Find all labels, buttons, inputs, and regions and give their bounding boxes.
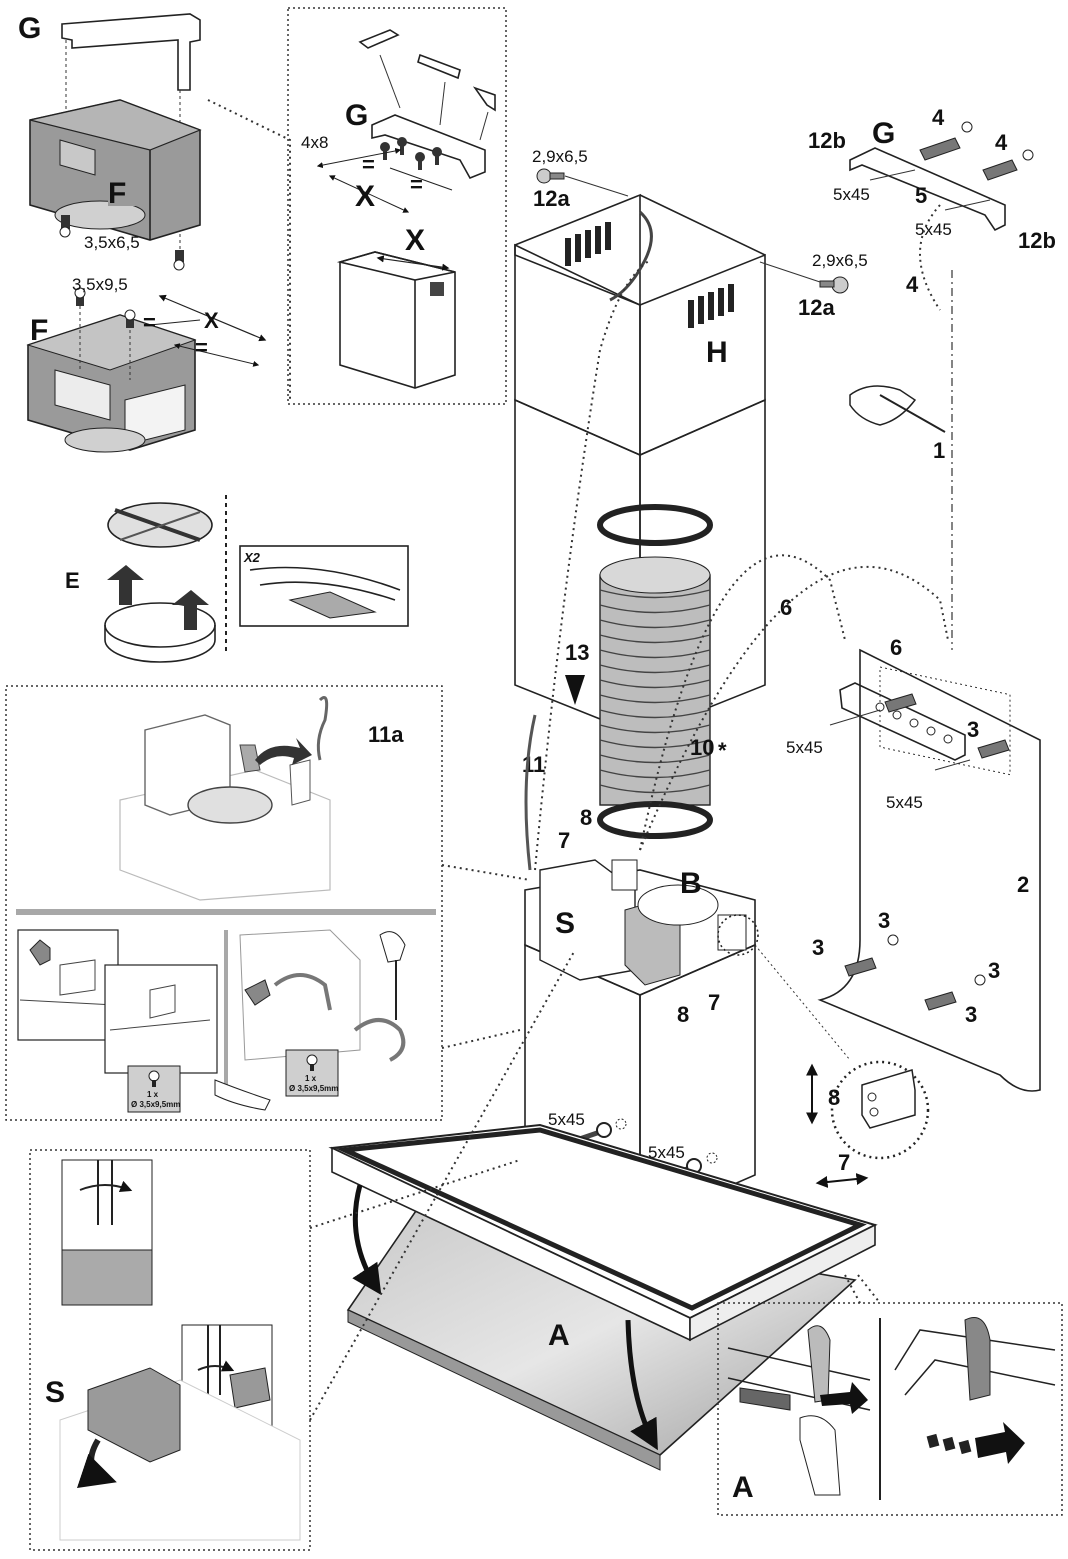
detail-11a-top — [119, 696, 331, 901]
motor-housing — [524, 859, 756, 1227]
label-10-star: * — [718, 738, 727, 763]
screw-12a-right-icon — [819, 276, 849, 294]
filter-box-assembly-bottom — [26, 287, 267, 453]
label-3-a: 3 — [878, 908, 890, 933]
label-equal-2: = — [195, 335, 208, 360]
dim-plug-5x45-g-1: 5x45 — [833, 185, 870, 204]
screw-12a-top-icon — [536, 168, 565, 184]
screw-badge-right — [285, 1049, 339, 1097]
dim-plug-5x45-wall-2: 5x45 — [886, 793, 923, 812]
dim-screw-3-5x9-5: 3,5x9,5 — [72, 275, 128, 294]
detail-s-screwdriver-top — [61, 1159, 153, 1306]
label-5: 5 — [915, 183, 927, 208]
label-a-detail: A — [732, 1471, 754, 1504]
glass-canopy — [328, 1123, 878, 1471]
detail-11a-step-right — [239, 929, 406, 1062]
screw-icon — [59, 215, 185, 271]
label-11a: 11a — [368, 722, 404, 747]
detail-s-panel — [59, 1367, 301, 1541]
label-g-top-left: G — [18, 12, 41, 45]
dim-screw-2-9x6-5-top: 2,9x6,5 — [532, 147, 588, 166]
screw-badge-right-spec: Ø 3,5x9,5mm — [289, 1084, 338, 1093]
detail-a-hinge-left — [727, 1325, 871, 1496]
label-12a-top: 12a — [533, 186, 570, 211]
dim-hole-4x8: 4x8 — [301, 133, 328, 152]
label-2: 2 — [1017, 872, 1029, 897]
bracket-g-wall — [849, 121, 1034, 232]
wall-panel — [817, 648, 1041, 1092]
label-12a-right: 12a — [798, 295, 835, 320]
dim-plug-5x45-body-1: 5x45 — [548, 1110, 585, 1129]
label-4-c: 4 — [906, 272, 919, 297]
label-1: 1 — [933, 438, 945, 463]
label-f-top: F — [108, 177, 126, 210]
label-x2: X2 — [243, 550, 261, 565]
filter-ring-x2-detail — [239, 545, 409, 627]
label-g-wall: G — [872, 117, 895, 150]
label-x-frame-2: X — [405, 224, 425, 257]
label-b: B — [680, 867, 702, 900]
bracket-g-exploded — [316, 29, 496, 213]
label-s-body: S — [555, 907, 575, 940]
label-x-frame-1: X — [355, 180, 375, 213]
label-3-c: 3 — [988, 958, 1000, 983]
dim-screw-2-9x6-5-right: 2,9x6,5 — [812, 251, 868, 270]
label-12b-top: 12b — [808, 128, 846, 153]
label-8-a: 8 — [580, 805, 592, 830]
label-10: 10 — [690, 735, 714, 760]
dim-plug-5x45-body-2: 5x45 — [648, 1143, 685, 1162]
detail-frame-a — [717, 1302, 1063, 1516]
label-7-b: 7 — [708, 990, 720, 1015]
detail-frame-s — [29, 1149, 311, 1551]
screw-badge-right-qty: 1 x — [305, 1074, 317, 1083]
screw-badge-left-spec: Ø 3,5x9,5mm — [131, 1100, 180, 1109]
detail-11a-step-left — [17, 929, 271, 1111]
detail-a-hinge-right — [894, 1317, 1056, 1464]
detail-frame-top — [287, 7, 507, 405]
dim-plug-5x45-g-2: 5x45 — [915, 220, 952, 239]
filter-box-assembly-top — [29, 13, 202, 262]
label-7-a: 7 — [558, 828, 570, 853]
label-f-bottom: F — [30, 314, 48, 347]
label-6-right: 6 — [890, 635, 902, 660]
label-e: E — [65, 568, 80, 593]
label-equal-4: = — [410, 172, 423, 197]
label-3-bracket: 3 — [967, 717, 979, 742]
dim-screw-3-5x6-5: 3,5x6,5 — [84, 233, 140, 252]
bracket-zoom-small — [717, 914, 759, 956]
label-g-frame: G — [345, 99, 368, 132]
label-3-d: 3 — [965, 1002, 977, 1027]
label-x-f: X — [204, 308, 219, 333]
screw-badge-left — [127, 1065, 181, 1113]
hand-pencil-icon — [849, 385, 946, 433]
label-a-canopy: A — [548, 1319, 570, 1352]
label-13: 13 — [565, 640, 589, 665]
label-equal-1: = — [143, 310, 156, 335]
label-4-b: 4 — [995, 130, 1008, 155]
dim-plug-5x45-wall-1: 5x45 — [786, 738, 823, 757]
flexible-duct — [597, 504, 713, 839]
label-3-b: 3 — [812, 935, 824, 960]
screw-badge-left-qty: 1 x — [147, 1090, 159, 1099]
label-equal-3: = — [362, 152, 375, 177]
label-s-detail: S — [45, 1376, 65, 1409]
bracket-zoom-detail — [861, 1069, 916, 1129]
label-h: H — [706, 336, 728, 369]
filter-ring-e — [104, 502, 216, 663]
label-7-zoom: 7 — [838, 1150, 850, 1175]
chimney-box-small — [336, 251, 456, 389]
label-4-a: 4 — [932, 105, 945, 130]
label-12b-bottom: 12b — [1018, 228, 1056, 253]
label-8-zoom: 8 — [828, 1085, 840, 1110]
label-6-center: 6 — [780, 595, 792, 620]
label-8-b: 8 — [677, 1002, 689, 1027]
